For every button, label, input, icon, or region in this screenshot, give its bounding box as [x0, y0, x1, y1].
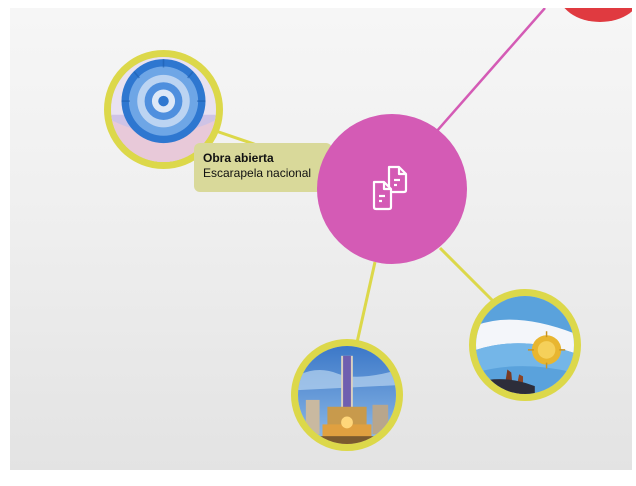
documents-icon: [372, 165, 408, 211]
node-bandera[interactable]: [469, 289, 581, 401]
link-hub-monumento: [354, 261, 377, 348]
argentine-flag-image: [476, 296, 574, 394]
mind-map-canvas[interactable]: Obra abierta Escarapela nacional: [10, 8, 632, 470]
node-tooltip: Obra abierta Escarapela nacional: [194, 143, 332, 192]
link-hub-bandera: [438, 246, 495, 303]
link-hub-red: [435, 8, 546, 133]
tooltip-subtitle: Escarapela nacional: [203, 166, 312, 180]
hub-node[interactable]: [317, 114, 467, 264]
tooltip-title: Obra abierta: [203, 151, 274, 165]
node-monumento[interactable]: [291, 339, 403, 451]
monumento-bandera-image: [298, 346, 396, 444]
